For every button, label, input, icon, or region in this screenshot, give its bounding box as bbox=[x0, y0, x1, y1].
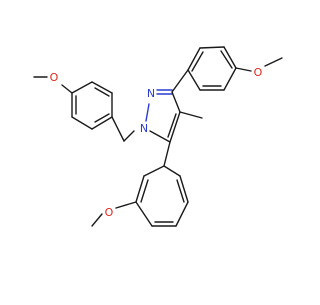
bond bbox=[140, 179, 149, 203]
oxygen-atom-top: O bbox=[50, 71, 59, 84]
bond bbox=[220, 50, 233, 69]
bond bbox=[135, 175, 145, 203]
bond bbox=[91, 213, 103, 227]
oxygen-atom-right: O bbox=[254, 66, 263, 79]
bond bbox=[179, 175, 189, 203]
bond bbox=[149, 130, 171, 143]
bond bbox=[71, 116, 93, 130]
bond bbox=[191, 51, 204, 72]
methoxyphenyl-lower bbox=[91, 141, 189, 227]
bond bbox=[176, 179, 185, 203]
bond bbox=[135, 201, 153, 227]
methoxybenzyl-group bbox=[33, 76, 135, 142]
bond bbox=[264, 57, 283, 67]
nitrogen-atom-n1: N bbox=[140, 122, 148, 135]
bond bbox=[71, 81, 93, 94]
bond bbox=[235, 67, 252, 72]
bond bbox=[94, 113, 110, 123]
structure-canvas: O N N O O bbox=[33, 46, 283, 227]
bond bbox=[179, 111, 203, 119]
oxygen-atom-bottom: O bbox=[105, 206, 114, 219]
bond bbox=[223, 46, 237, 69]
bond bbox=[187, 47, 201, 71]
bond bbox=[171, 69, 189, 93]
bond bbox=[163, 165, 181, 177]
bond bbox=[111, 116, 125, 142]
bond bbox=[171, 91, 181, 113]
bond bbox=[91, 116, 113, 130]
bond bbox=[175, 201, 189, 227]
bond bbox=[187, 69, 201, 91]
bond bbox=[163, 141, 171, 167]
molecule-diagram: O N N O O bbox=[33, 46, 283, 227]
bond bbox=[223, 67, 237, 91]
methoxyphenyl-upper bbox=[171, 46, 283, 93]
pyrazole-ring bbox=[145, 89, 203, 143]
bond bbox=[143, 165, 165, 177]
bond bbox=[91, 81, 113, 94]
bond bbox=[199, 46, 225, 49]
bond bbox=[115, 201, 137, 209]
bond bbox=[167, 113, 177, 138]
bond bbox=[61, 84, 73, 94]
bond bbox=[94, 87, 110, 97]
bond bbox=[169, 111, 181, 143]
bond bbox=[123, 130, 135, 142]
bond bbox=[145, 103, 150, 122]
nitrogen-atom-n2: N bbox=[147, 87, 155, 100]
